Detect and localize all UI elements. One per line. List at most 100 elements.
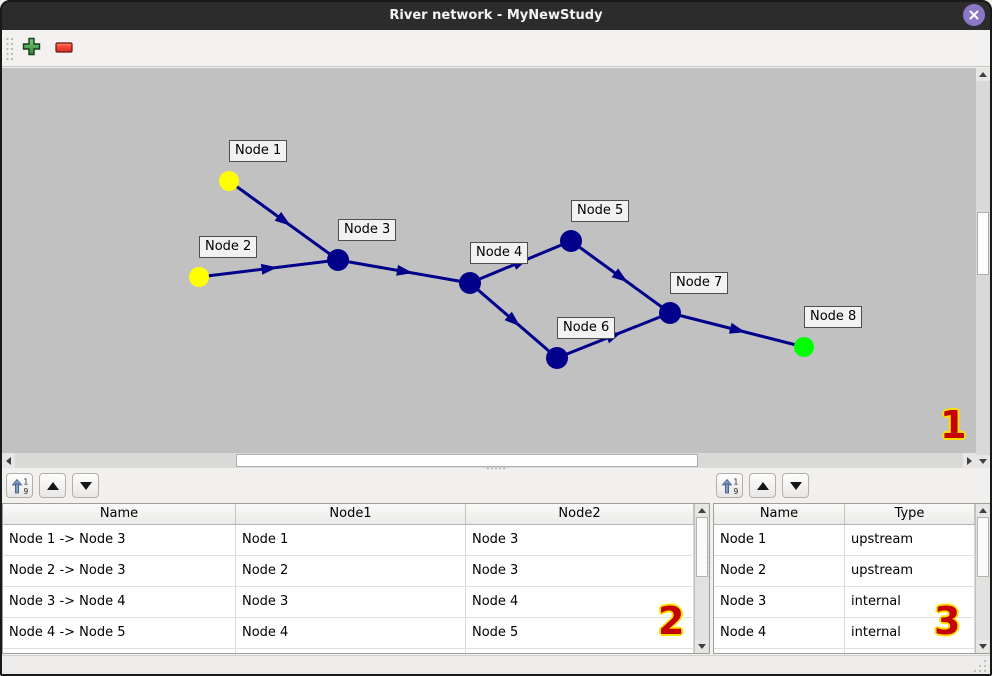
edges-move-up-button[interactable] bbox=[39, 473, 66, 498]
nodes-move-up-button[interactable] bbox=[749, 473, 776, 498]
graph-node[interactable] bbox=[189, 267, 209, 287]
graph-node[interactable] bbox=[659, 302, 681, 324]
horizontal-sash-grip[interactable] bbox=[486, 466, 506, 471]
edges-sort-button[interactable]: 1 9 bbox=[6, 473, 33, 498]
table-row-partial bbox=[3, 649, 709, 653]
scroll-thumb[interactable] bbox=[977, 517, 989, 577]
graph-node[interactable] bbox=[219, 171, 239, 191]
arrow-right-icon bbox=[967, 456, 972, 465]
graph-node-label[interactable]: Node 5 bbox=[571, 200, 630, 222]
table-cell: Node 4 -> Node 5 bbox=[3, 618, 236, 648]
move-down-icon bbox=[789, 481, 802, 490]
table-cell: Node 2 bbox=[714, 556, 845, 586]
svg-text:9: 9 bbox=[733, 487, 738, 495]
scroll-right-button[interactable] bbox=[963, 453, 976, 468]
vertical-scroll-thumb[interactable] bbox=[977, 212, 989, 275]
graph-svg bbox=[189, 171, 814, 369]
scroll-up-button[interactable] bbox=[976, 504, 989, 517]
svg-text:1: 1 bbox=[733, 477, 738, 486]
move-down-icon bbox=[79, 481, 92, 490]
edge-arrow-icon bbox=[504, 311, 521, 327]
scroll-up-button[interactable] bbox=[976, 68, 990, 81]
scroll-down-button[interactable] bbox=[976, 640, 989, 653]
column-header-node2[interactable]: Node2 bbox=[466, 504, 694, 524]
table-cell bbox=[845, 649, 975, 653]
table-cell: Node 4 bbox=[236, 618, 466, 648]
nodes-move-down-button[interactable] bbox=[782, 473, 809, 498]
table-cell: Node 2 -> Node 3 bbox=[3, 556, 236, 586]
graph-node-label[interactable]: Node 4 bbox=[470, 242, 529, 264]
table-cell: Node 4 bbox=[714, 618, 845, 648]
horizontal-scroll-thumb[interactable] bbox=[236, 454, 698, 467]
canvas-horizontal-scrollbar[interactable] bbox=[2, 453, 976, 468]
scroll-thumb[interactable] bbox=[696, 517, 708, 577]
column-header-name[interactable]: Name bbox=[714, 504, 845, 524]
column-header-name[interactable]: Name bbox=[3, 504, 236, 524]
graph-node[interactable] bbox=[794, 337, 814, 357]
river-network-canvas[interactable]: Node 1 Node 2 Node 3 Node 4 Node 5 Node 6 Node… bbox=[2, 68, 976, 453]
scroll-up-button[interactable] bbox=[695, 504, 708, 517]
svg-text:1: 1 bbox=[23, 477, 28, 486]
edge-arrow-icon bbox=[728, 322, 746, 334]
edge-arrow-icon bbox=[274, 211, 291, 226]
vertical-sash-grip[interactable] bbox=[707, 550, 712, 580]
main-toolbar bbox=[2, 30, 990, 67]
table-row-partial bbox=[714, 649, 990, 653]
toolbar-drag-handle-icon[interactable] bbox=[5, 37, 15, 61]
graph-node-label[interactable]: Node 7 bbox=[670, 272, 729, 294]
close-button[interactable] bbox=[963, 4, 985, 26]
arrow-up-icon bbox=[979, 72, 987, 77]
nodes-sort-button[interactable]: 1 9 bbox=[716, 473, 743, 498]
arrow-left-icon bbox=[6, 456, 11, 465]
table-cell: Node 4 bbox=[466, 587, 694, 617]
add-icon[interactable] bbox=[22, 37, 41, 56]
table-cell: internal bbox=[845, 587, 975, 617]
graph-node[interactable] bbox=[546, 347, 568, 369]
edges-table-scrollbar[interactable] bbox=[694, 504, 709, 653]
table-cell: Node 3 bbox=[466, 556, 694, 586]
table-cell: Node 2 bbox=[236, 556, 466, 586]
window-title: River network - MyNewStudy bbox=[389, 7, 603, 23]
annotation-3: 3 bbox=[934, 599, 961, 643]
sort-ascending-icon: 1 9 bbox=[721, 477, 738, 495]
table-cell: Node 3 bbox=[714, 587, 845, 617]
graph-node[interactable] bbox=[560, 230, 582, 252]
graph-node[interactable] bbox=[459, 272, 481, 294]
table-cell bbox=[714, 649, 845, 653]
table-cell: Node 5 bbox=[466, 618, 694, 648]
graph-node-label[interactable]: Node 3 bbox=[338, 219, 397, 241]
graph-node[interactable] bbox=[327, 249, 349, 271]
remove-icon[interactable] bbox=[55, 42, 73, 53]
scroll-down-button[interactable] bbox=[976, 455, 990, 468]
edge-arrow-icon bbox=[260, 263, 278, 275]
scroll-left-button[interactable] bbox=[2, 453, 15, 468]
table-cell: Node 1 bbox=[236, 525, 466, 555]
table-cell: upstream bbox=[845, 525, 975, 555]
arrow-down-icon bbox=[978, 644, 987, 649]
scroll-down-button[interactable] bbox=[695, 640, 708, 653]
resize-grip-icon[interactable] bbox=[973, 659, 987, 672]
graph-node-label[interactable]: Node 6 bbox=[557, 317, 616, 339]
column-header-node1[interactable]: Node1 bbox=[236, 504, 466, 524]
table-cell: internal bbox=[845, 618, 975, 648]
graph-node-label[interactable]: Node 1 bbox=[229, 140, 288, 162]
nodes-table-scrollbar[interactable] bbox=[975, 504, 990, 653]
canvas-vertical-scrollbar[interactable] bbox=[976, 68, 990, 468]
move-up-icon bbox=[46, 481, 59, 490]
table-cell: Node 1 -> Node 3 bbox=[3, 525, 236, 555]
graph-node-label[interactable]: Node 2 bbox=[199, 236, 258, 258]
edges-move-down-button[interactable] bbox=[72, 473, 99, 498]
graph-node-label[interactable]: Node 8 bbox=[804, 306, 863, 328]
column-header-type[interactable]: Type bbox=[845, 504, 975, 524]
